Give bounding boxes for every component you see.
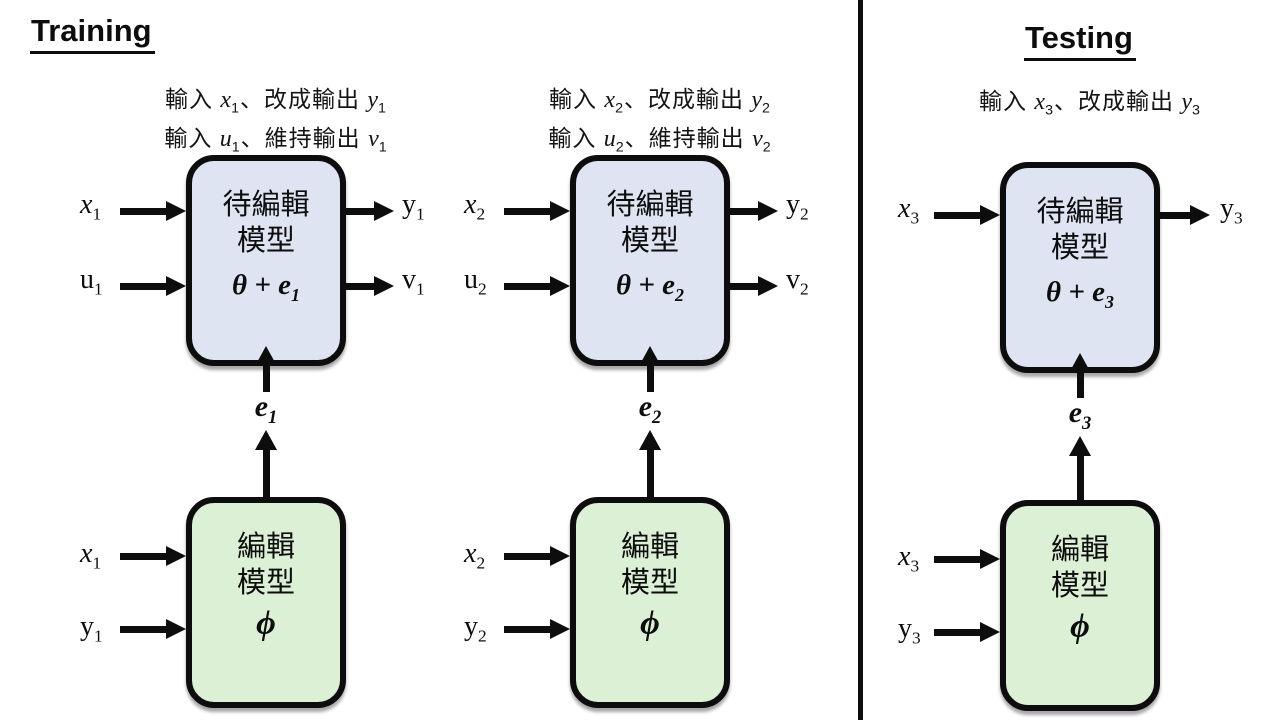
input-x-label: x3 [898, 193, 920, 228]
edited-model-name-line2: 模型 [236, 225, 295, 257]
training-section-title: Training [30, 14, 155, 54]
edit-vector-arrow-upper [639, 346, 661, 392]
editor-model-name-line1: 編輯 [236, 531, 295, 563]
edited-model-name-line1: 待編輯 [1036, 196, 1124, 228]
input-arrow-u [120, 276, 186, 296]
output-v-label: v1 [402, 264, 425, 299]
edited-model-name-line1: 待編輯 [606, 189, 694, 221]
training-column-2: 輸入 x2、改成輸出 y2 輸入 u2、維持輸出 v2 待編輯 模型 θ + e… [464, 0, 864, 720]
input-u-label: u2 [464, 264, 487, 299]
editor-model-box: 編輯 模型 ϕ [570, 497, 730, 708]
testing-section-title: Testing [1024, 21, 1136, 61]
testing-column: 輸入 x3、改成輸出 y3 待編輯 模型 θ + e3 x3 y3 e3 編輯 … [898, 0, 1280, 720]
section-divider-line [858, 0, 863, 720]
input-x-label: x1 [80, 189, 102, 224]
edited-model-name-line1: 待編輯 [222, 189, 310, 221]
editor-input-arrow-x [120, 546, 186, 566]
editor-input-x-label: x1 [80, 538, 102, 573]
edited-model-box: 待編輯 模型 θ + e2 [570, 155, 730, 366]
editor-model-params: ϕ [256, 605, 276, 642]
editor-input-arrow-y [934, 622, 1000, 642]
input-arrow-u [504, 276, 570, 296]
output-arrow-y [730, 201, 778, 221]
editor-input-arrow-y [504, 619, 570, 639]
editor-model-name-line1: 編輯 [620, 531, 679, 563]
input-arrow-x [504, 201, 570, 221]
editor-input-arrow-y [120, 619, 186, 639]
annotation-keep-rule: 輸入 u2、維持輸出 v2 [548, 125, 772, 156]
annotation-keep-rule: 輸入 u1、維持輸出 v1 [164, 125, 388, 156]
editor-model-params: ϕ [640, 605, 660, 642]
input-arrow-x [120, 201, 186, 221]
edit-vector-label: e1 [254, 390, 278, 428]
output-y-label: y3 [1220, 193, 1243, 228]
edit-vector-label: e2 [638, 390, 662, 428]
edited-model-name-line2: 模型 [1050, 232, 1109, 264]
edited-model-params: θ + e2 [616, 269, 684, 305]
edit-vector-arrow-lower [639, 430, 661, 497]
input-u-label: u1 [80, 264, 103, 299]
editor-input-arrow-x [934, 549, 1000, 569]
edited-model-name-line2: 模型 [620, 225, 679, 257]
annotation-edit-rule: 輸入 x1、改成輸出 y1 [165, 86, 387, 117]
editor-input-y-label: y3 [898, 613, 921, 648]
editor-model-name-line2: 模型 [236, 567, 295, 599]
edited-model-params: θ + e3 [1046, 276, 1114, 312]
output-arrow-v [730, 276, 778, 296]
edit-vector-arrow-upper [255, 346, 277, 392]
editor-model-name-line2: 模型 [1050, 570, 1109, 602]
editor-input-y-label: y1 [80, 611, 103, 646]
output-arrow-y [346, 201, 394, 221]
output-y-label: y2 [786, 189, 809, 224]
output-y-label: y1 [402, 189, 425, 224]
edited-model-box: 待編輯 模型 θ + e3 [1000, 162, 1160, 373]
editor-input-x-label: x3 [898, 541, 920, 576]
annotation-edit-rule: 輸入 x2、改成輸出 y2 [549, 86, 771, 117]
editor-model-box: 編輯 模型 ϕ [186, 497, 346, 708]
edited-model-box: 待編輯 模型 θ + e1 [186, 155, 346, 366]
output-arrow-v [346, 276, 394, 296]
editor-input-x-label: x2 [464, 538, 486, 573]
annotation-edit-rule: 輸入 x3、改成輸出 y3 [979, 88, 1201, 119]
edit-vector-arrow-lower [1069, 436, 1091, 500]
editor-model-name-line2: 模型 [620, 567, 679, 599]
training-column-1: 輸入 x1、改成輸出 y1 輸入 u1、維持輸出 v1 待編輯 模型 θ + e… [80, 0, 480, 720]
edit-vector-arrow-upper [1069, 353, 1091, 398]
editor-model-name-line1: 編輯 [1050, 534, 1109, 566]
editor-input-arrow-x [504, 546, 570, 566]
output-v-label: v2 [786, 264, 809, 299]
edited-model-params: θ + e1 [232, 269, 300, 305]
editor-input-y-label: y2 [464, 611, 487, 646]
edit-vector-label: e3 [1068, 396, 1092, 434]
editor-model-params: ϕ [1070, 608, 1090, 645]
edit-vector-arrow-lower [255, 430, 277, 497]
input-arrow-x [934, 205, 1000, 225]
editor-model-box: 編輯 模型 ϕ [1000, 500, 1160, 711]
output-arrow-y [1160, 205, 1210, 225]
input-x-label: x2 [464, 189, 486, 224]
